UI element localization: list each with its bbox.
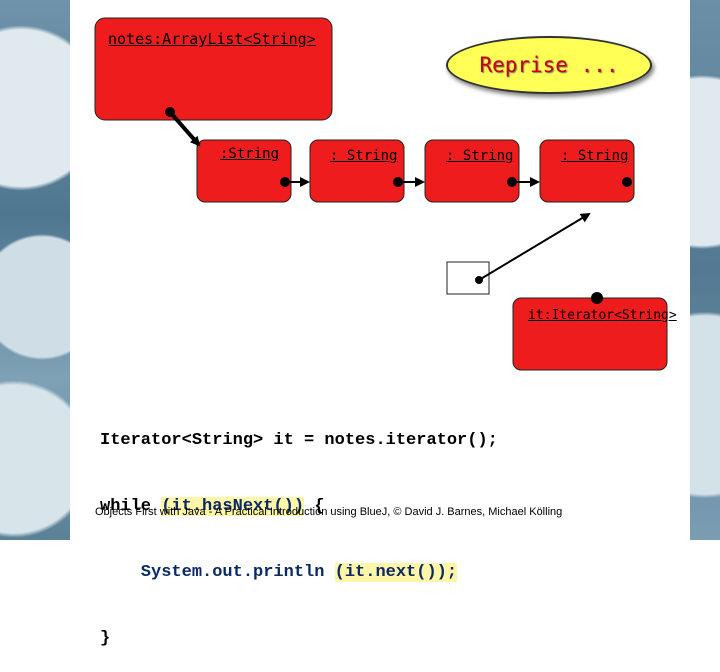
- string-object-1: [196, 139, 292, 203]
- it-variable-arrow: [478, 212, 591, 281]
- string-object-3: [424, 139, 520, 203]
- string-object-4: [539, 139, 635, 203]
- iterator-ref-dot: [591, 292, 603, 304]
- decorative-right-texture: [690, 0, 720, 540]
- reprise-callout: Reprise ...: [446, 36, 652, 94]
- chain-dot-1: [280, 177, 290, 187]
- decorative-left-texture: [0, 0, 70, 540]
- notes-object-box: [94, 17, 333, 121]
- string-label-1: :String: [220, 146, 280, 162]
- code-line-2: while (it.hasNext()) {: [100, 496, 498, 518]
- code-brace-open: {: [304, 497, 325, 516]
- code-line-4: }: [100, 629, 111, 648]
- notes-ref-dot: [165, 107, 175, 117]
- string-label-4: : String: [561, 148, 629, 164]
- string-object-2: [309, 139, 405, 203]
- notes-object-label: notes:ArrayList<String>: [108, 30, 316, 48]
- chain-dot-2: [393, 177, 403, 187]
- object-diagram: [94, 17, 668, 371]
- code-line-1: Iterator<String> it = notes.iterator();: [100, 431, 498, 450]
- it-variable-dot: [475, 276, 483, 284]
- code-line-3: System.out.println (it.next());: [100, 562, 498, 584]
- code-while-keyword: while: [100, 497, 162, 516]
- code-block: Iterator<String> it = notes.iterator(); …: [100, 386, 498, 672]
- code-next-call: (it.next());: [334, 563, 458, 582]
- string-label-3: : String: [446, 148, 514, 164]
- code-hasnext-call: (it.hasNext()): [161, 497, 305, 516]
- iterator-object-box: [512, 297, 668, 371]
- code-println-call: System.out.println: [100, 563, 335, 582]
- footer-citation: Objects First with Java - A Practical In…: [95, 506, 563, 518]
- string-label-2: : String: [330, 148, 398, 164]
- notes-to-string-arrow: [168, 110, 201, 147]
- chain-dot-3: [507, 177, 517, 187]
- chain-end-dot: [622, 177, 632, 187]
- iterator-object-label: it:Iterator<String>: [528, 308, 677, 323]
